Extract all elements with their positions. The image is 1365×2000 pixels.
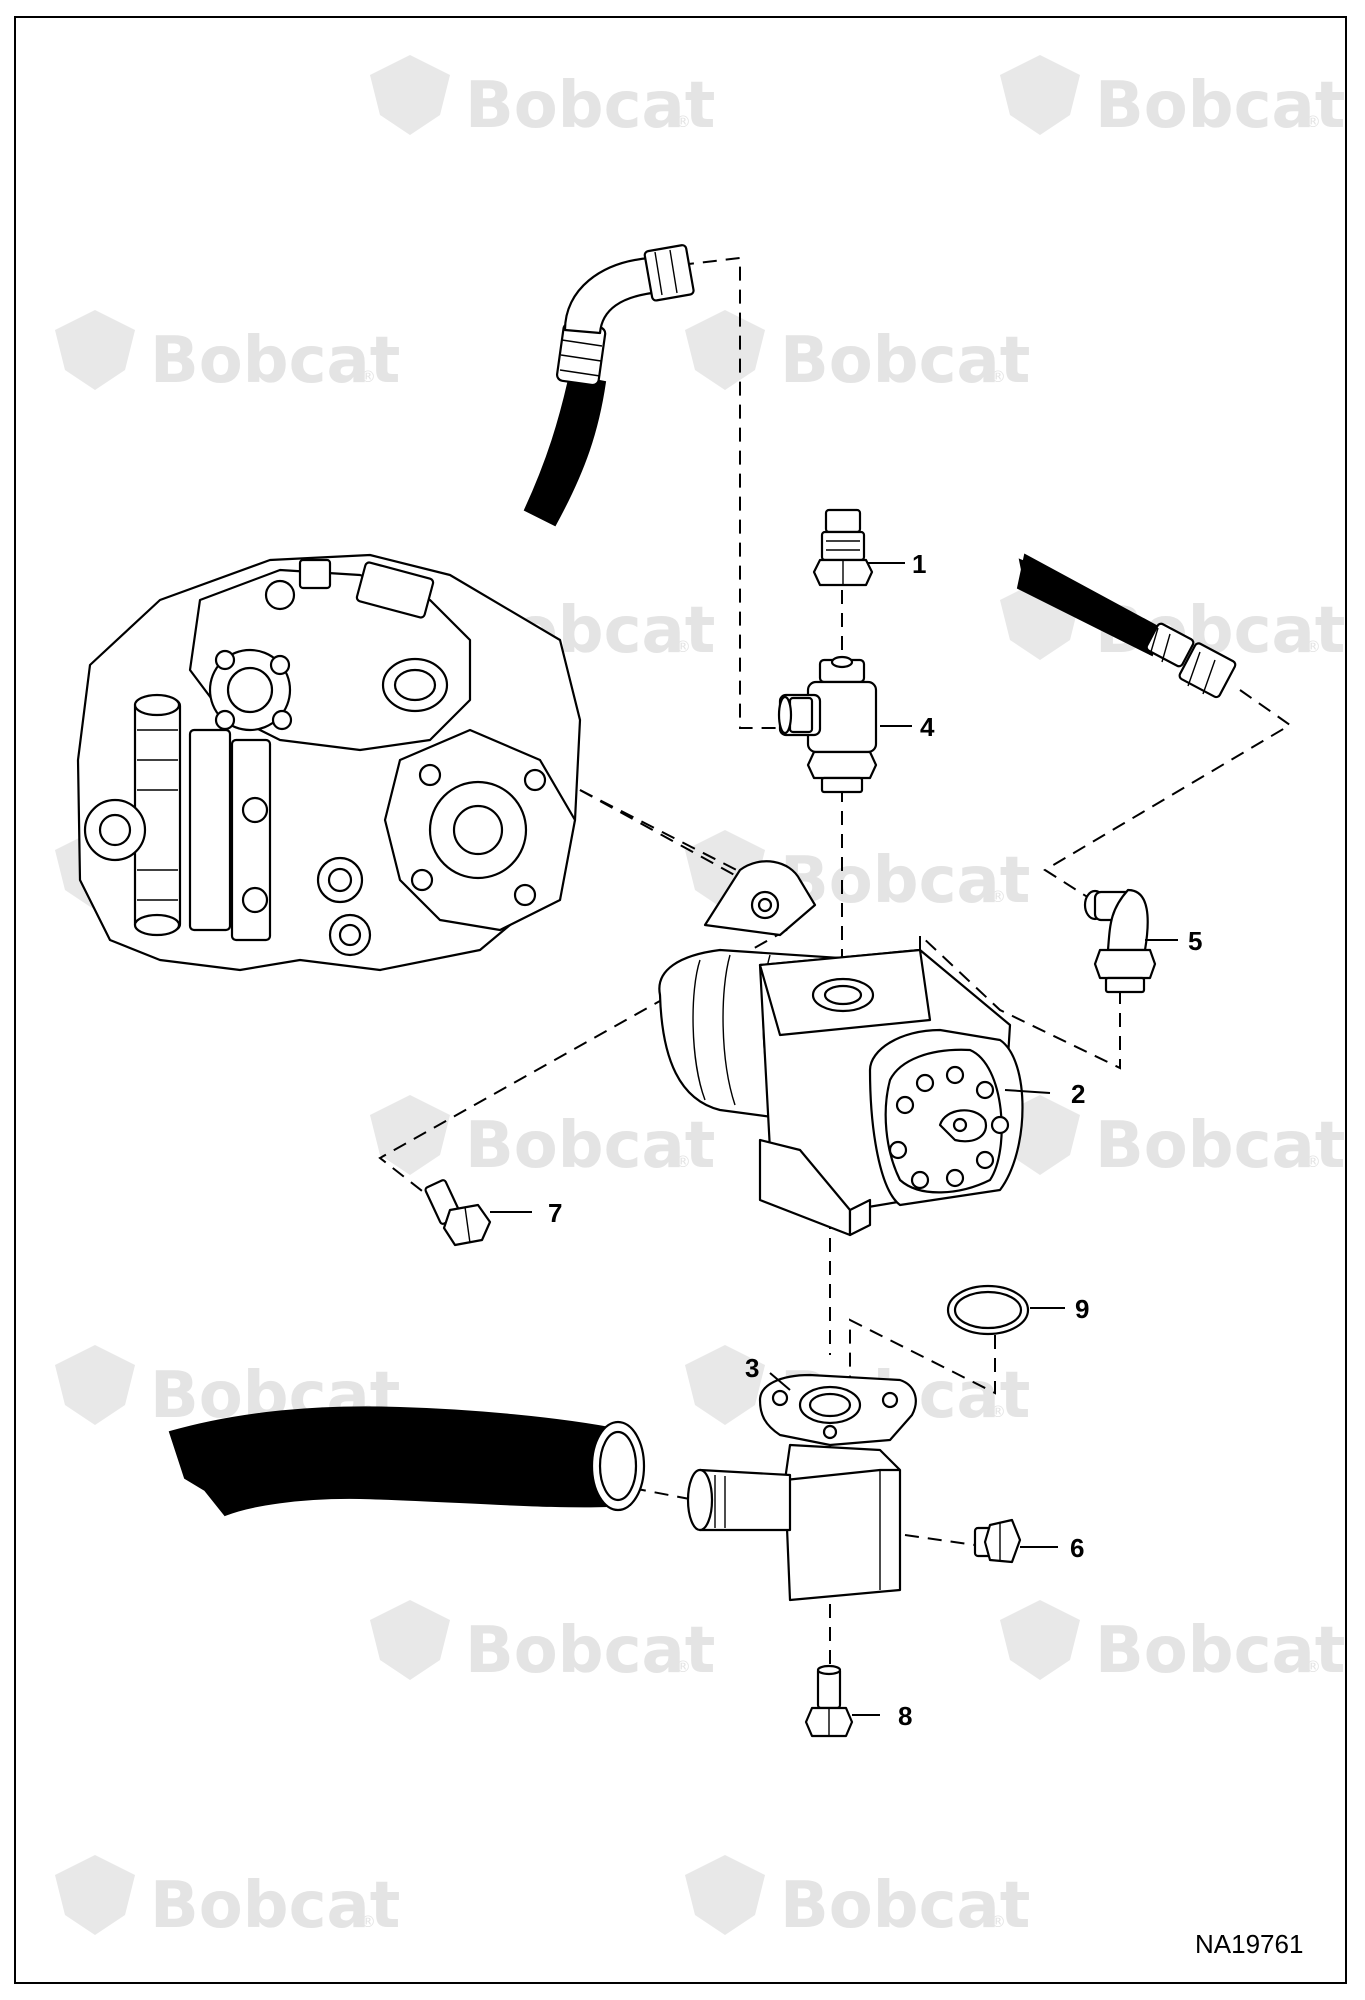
watermark-logo: Bobcat ®: [370, 1600, 715, 1688]
watermark-registered: ®: [990, 887, 1006, 906]
watermark-registered: ®: [675, 637, 691, 656]
elbow-fitting-5: [1083, 888, 1157, 994]
watermark-logo: Bobcat ®: [685, 830, 1030, 918]
watermark-registered: ®: [360, 1912, 376, 1931]
plug-6: [973, 1518, 1022, 1564]
hose-upper-right: [1016, 553, 1237, 699]
watermark-text: Bobcat: [1095, 1109, 1345, 1183]
watermark-logo: Bobcat ®: [685, 1855, 1030, 1943]
callout-1: 1: [912, 549, 926, 579]
bolt-8: [804, 1664, 854, 1738]
watermark-registered: ®: [675, 1657, 691, 1676]
watermark-registered: ®: [1305, 637, 1321, 656]
watermark-logo: Bobcat ®: [370, 1095, 715, 1183]
watermark-text: Bobcat: [465, 1109, 715, 1183]
hydraulic-pump: [76, 553, 582, 972]
callout-4: 4: [920, 712, 935, 742]
watermark-registered: ®: [990, 1402, 1006, 1421]
bolt-7: [424, 1179, 492, 1247]
callout-9: 9: [1075, 1294, 1089, 1324]
watermark-registered: ®: [675, 1152, 691, 1171]
callout-6: 6: [1070, 1533, 1084, 1563]
tee-fitting-4: [777, 655, 878, 794]
watermark-text: Bobcat: [780, 1869, 1030, 1943]
watermark-registered: ®: [675, 112, 691, 131]
callout-3: 3: [745, 1353, 759, 1383]
watermark-registered: ®: [990, 367, 1006, 386]
adapter-3: [686, 1373, 917, 1602]
watermark-logo: Bobcat ®: [685, 310, 1030, 398]
watermark-layer: Bobcat ® Bobcat ® Bobcat ® Bobcat ® Bobc…: [55, 55, 1345, 1943]
watermark-logo: Bobcat ®: [1000, 1600, 1345, 1688]
watermark-registered: ®: [1305, 1657, 1321, 1676]
figure-id: NA19761: [1195, 1929, 1303, 1959]
watermark-logo: Bobcat ®: [55, 1855, 400, 1943]
hose-lower-large: [168, 1406, 646, 1517]
watermark-text: Bobcat: [150, 1869, 400, 1943]
callout-labels: 1 2 3 4 5 6 7 8 9: [548, 549, 1202, 1731]
hose-upper-left: [523, 244, 695, 527]
callout-5: 5: [1188, 926, 1202, 956]
callout-leaders: [490, 562, 1178, 1716]
watermark-logo: Bobcat ®: [370, 55, 715, 143]
watermark-registered: ®: [990, 1912, 1006, 1931]
callout-2: 2: [1071, 1079, 1085, 1109]
watermark-registered: ®: [360, 367, 376, 386]
watermark-text: Bobcat: [780, 324, 1030, 398]
fitting-1: [812, 508, 874, 587]
o-ring-9: [946, 1284, 1030, 1336]
watermark-registered: ®: [1305, 112, 1321, 131]
watermark-logo: Bobcat ®: [55, 310, 400, 398]
callout-7: 7: [548, 1198, 562, 1228]
watermark-text: Bobcat: [1095, 1614, 1345, 1688]
watermark-logo: Bobcat ®: [1000, 55, 1345, 143]
watermark-text: Bobcat: [465, 1614, 715, 1688]
watermark-registered: ®: [1305, 1152, 1321, 1171]
watermark-text: Bobcat: [150, 324, 400, 398]
hydraulic-motor-2: [658, 860, 1024, 1237]
watermark-text: Bobcat: [465, 69, 715, 143]
watermark-text: Bobcat: [780, 844, 1030, 918]
watermark-text: Bobcat: [1095, 69, 1345, 143]
watermark-logo: Bobcat ®: [1000, 1095, 1345, 1183]
callout-8: 8: [898, 1701, 912, 1731]
